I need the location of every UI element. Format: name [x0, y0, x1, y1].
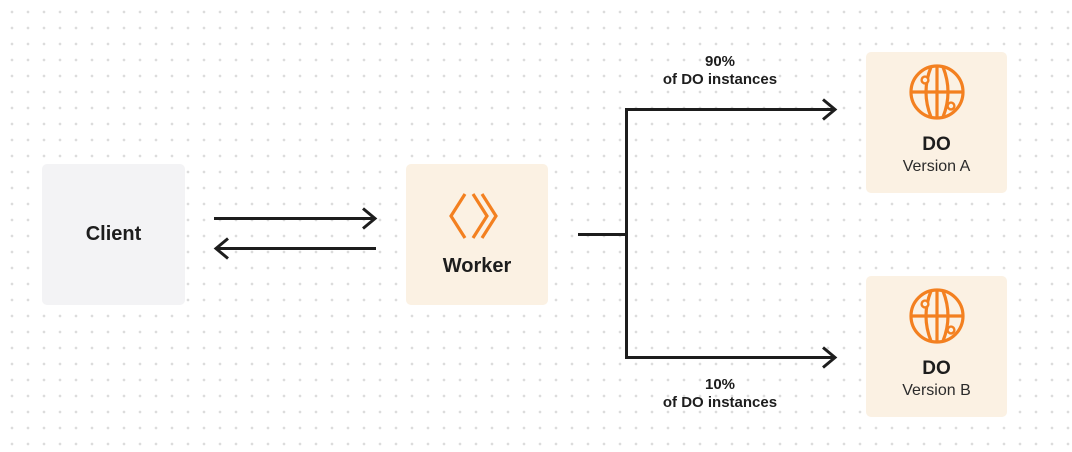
split-stem	[578, 108, 628, 357]
do-a-version: Version A	[902, 158, 971, 175]
workers-chevron-icon	[449, 193, 498, 239]
request-arrow	[214, 207, 378, 230]
client-node: Client	[42, 164, 185, 305]
durable-object-version-a: DO Version A	[866, 52, 1007, 193]
do-b-version: Version B	[902, 382, 971, 399]
branch-arrow-version-b	[625, 346, 838, 369]
globe-icon	[908, 64, 965, 120]
branch-arrow-version-a	[625, 98, 838, 121]
worker-node: Worker	[406, 164, 548, 305]
do-b-title: DO	[922, 358, 951, 379]
client-title: Client	[85, 222, 142, 245]
route-label-version-b: 10% of DO instances	[620, 376, 820, 412]
do-a-title: DO	[922, 134, 951, 155]
durable-object-version-b: DO Version B	[866, 276, 1007, 417]
route-percent-version-a: 90%	[704, 53, 736, 70]
route-text-version-b: of DO instances	[662, 394, 778, 411]
worker-title: Worker	[442, 255, 512, 277]
response-arrow	[213, 237, 376, 260]
route-percent-version-b: 10%	[704, 376, 736, 393]
route-text-version-a: of DO instances	[662, 71, 778, 88]
route-label-version-a: 90% of DO instances	[620, 53, 820, 89]
globe-icon	[908, 288, 965, 344]
